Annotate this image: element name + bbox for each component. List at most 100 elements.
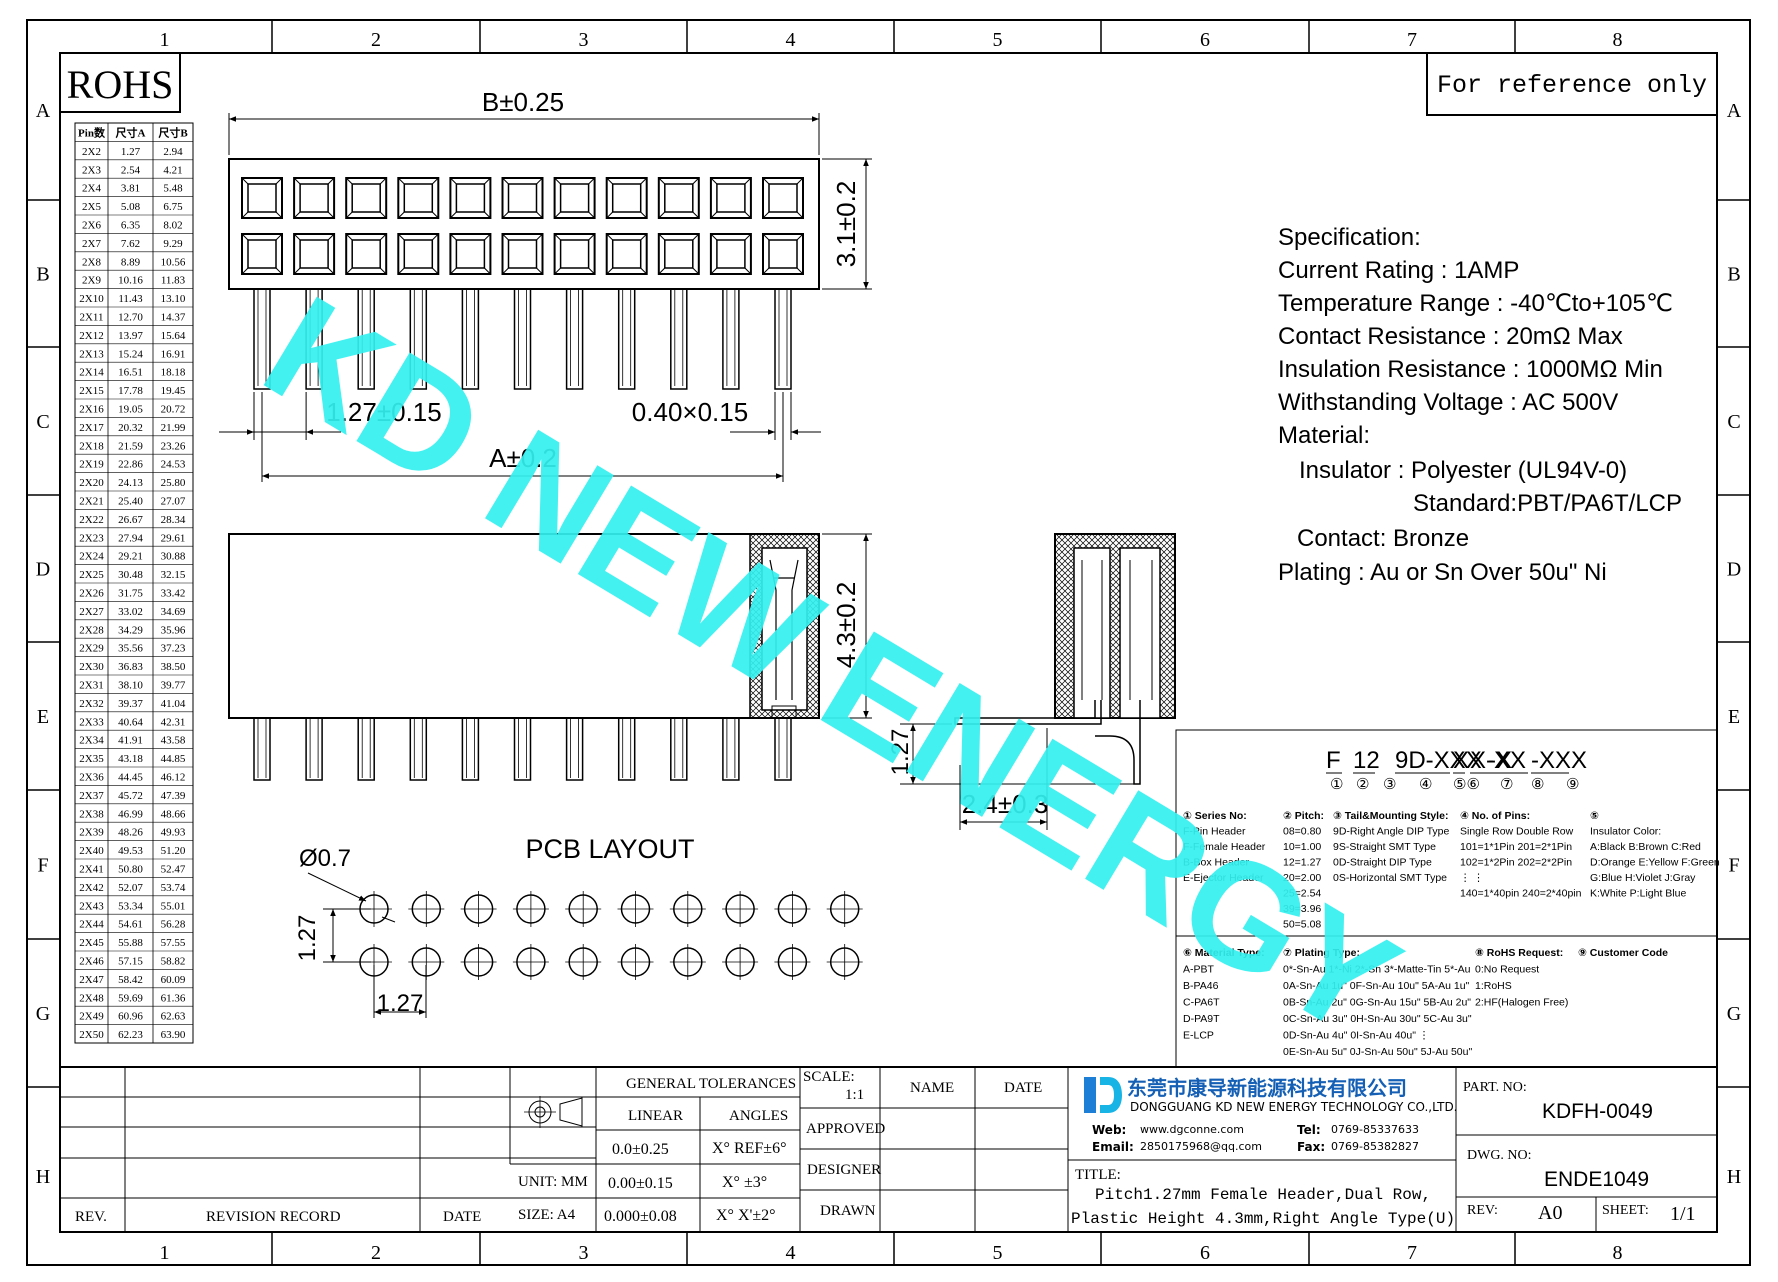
table-cell: 11.83 <box>161 275 186 287</box>
table-cell: 20.32 <box>118 422 143 434</box>
table-cell: 2X36 <box>79 772 104 784</box>
table-cell: 5.48 <box>163 183 183 195</box>
zone-row-label: D <box>1727 559 1741 581</box>
angles-label: ANGLES <box>729 1108 789 1124</box>
table-cell: 2X21 <box>79 496 103 508</box>
line <box>345 177 353 185</box>
lead <box>513 288 532 390</box>
table-cell: 3.81 <box>121 183 140 195</box>
table-cell: 27.94 <box>118 532 143 544</box>
line <box>640 211 648 219</box>
line <box>658 233 666 241</box>
line <box>606 211 614 219</box>
table-cell: 6.75 <box>163 201 183 213</box>
rev-label: REV. <box>75 1209 107 1225</box>
lead <box>409 717 428 781</box>
pcb-layout-title: PCB LAYOUT <box>525 834 694 864</box>
line <box>744 177 752 185</box>
contact-cavity-inner <box>611 239 642 269</box>
zone-col-label: 6 <box>1200 29 1210 51</box>
table-cell: 60.09 <box>161 974 186 986</box>
contact-cavity <box>553 233 596 275</box>
table-cell: 7.62 <box>121 238 140 250</box>
table-cell: 2X25 <box>79 569 104 581</box>
table-cell: 2X15 <box>79 385 104 397</box>
table-cell: 2X39 <box>79 827 104 839</box>
linear-tol-1: 0.0±0.25 <box>612 1141 669 1158</box>
zone-col-label: 6 <box>1200 1242 1210 1264</box>
dim-side-height: 4.3±0.2 <box>831 582 861 669</box>
specification: Specification: Current Rating : 1AMP Tem… <box>1278 224 1682 586</box>
legend-line: ② Pitch: <box>1283 810 1324 822</box>
legend-line: 2:HF(Halogen Free) <box>1475 997 1568 1009</box>
zone-row-label: A <box>1727 100 1742 122</box>
dim-hole: Ø0.7 <box>299 845 351 872</box>
contact-cavity-inner <box>507 183 538 213</box>
contact-cavity <box>762 233 804 275</box>
table-cell: 2X23 <box>79 532 104 544</box>
legend-line: 0:No Request <box>1475 964 1539 976</box>
line <box>484 267 491 275</box>
line <box>379 177 387 185</box>
line <box>450 267 457 275</box>
table-cell: 2X12 <box>79 330 103 342</box>
legend-line: 0D-Sn-Au 4u" 0I-Sn-Au 40u" ⋮ <box>1283 1030 1429 1042</box>
table-cell: 15.64 <box>161 330 186 342</box>
table-cell: 42.31 <box>161 716 186 728</box>
part-no-label: PART. NO: <box>1463 1080 1527 1095</box>
dim-offset: 2.4±0.3 <box>962 789 1049 819</box>
table-cell: 32.15 <box>161 569 186 581</box>
legend-line: A-PBT <box>1183 964 1215 976</box>
dim-pcb-horizontal: 1.27 <box>377 990 424 1017</box>
contact-cavity <box>449 233 492 275</box>
table-cell: 62.63 <box>161 1011 186 1023</box>
dwg-no-label: DWG. NO: <box>1467 1148 1532 1163</box>
legend-line: 25=2.54 <box>1283 888 1321 900</box>
table-cell: 57.55 <box>161 937 186 949</box>
table-cell: 16.91 <box>161 348 186 360</box>
table-cell: 38.10 <box>118 680 143 692</box>
table-cell: 46.99 <box>118 808 143 820</box>
code-index: ③ <box>1383 776 1396 793</box>
zone-row-label: E <box>1728 706 1740 728</box>
table-cell: 2X11 <box>79 312 103 324</box>
zone-row-label: E <box>37 706 49 728</box>
line <box>327 233 335 241</box>
zone-row-label: H <box>1727 1166 1741 1188</box>
line <box>762 267 770 275</box>
contact-cavity <box>501 177 544 219</box>
table-cell: 12.70 <box>118 312 143 324</box>
code-segment: 9D-XXX <box>1395 747 1482 774</box>
contact-cavity-inner <box>611 183 642 213</box>
table-cell: 35.56 <box>118 643 143 655</box>
table-cell: 55.88 <box>118 937 143 949</box>
table-cell: 44.85 <box>161 753 186 765</box>
zone-col-label: 7 <box>1407 29 1417 51</box>
code-segment: F <box>1326 747 1341 774</box>
line <box>692 211 700 219</box>
company-name-cn: 东莞市康导新能源科技有限公司 <box>1127 1076 1407 1100</box>
contact-cavity <box>449 177 492 219</box>
line <box>241 211 249 219</box>
line <box>536 267 543 275</box>
size-label: SIZE: A4 <box>518 1207 576 1223</box>
code-index: ① <box>1330 776 1343 793</box>
line <box>484 177 491 185</box>
scale-label: SCALE: <box>803 1069 855 1085</box>
table-cell: 39.77 <box>161 680 186 692</box>
legend-line: Insulator Color: <box>1590 826 1661 838</box>
table-cell: 34.69 <box>161 606 186 618</box>
angle-tol-1: X° REF±6° <box>712 1140 787 1157</box>
lead <box>565 288 584 390</box>
line <box>710 267 718 275</box>
title-block <box>59 1066 1718 1233</box>
table-cell: 49.53 <box>118 845 143 857</box>
line <box>502 177 509 185</box>
rohs-label: ROHS <box>67 62 174 107</box>
legend-line: 0*-Sn-Au 1*-Ni 2*-Sn 3*-Matte-Tin 5*-Au <box>1283 964 1471 976</box>
top-view <box>219 113 872 482</box>
contact-cavity <box>241 177 283 219</box>
table-cell: 49.93 <box>161 827 186 839</box>
legend-line: K:White P:Light Blue <box>1590 888 1686 900</box>
